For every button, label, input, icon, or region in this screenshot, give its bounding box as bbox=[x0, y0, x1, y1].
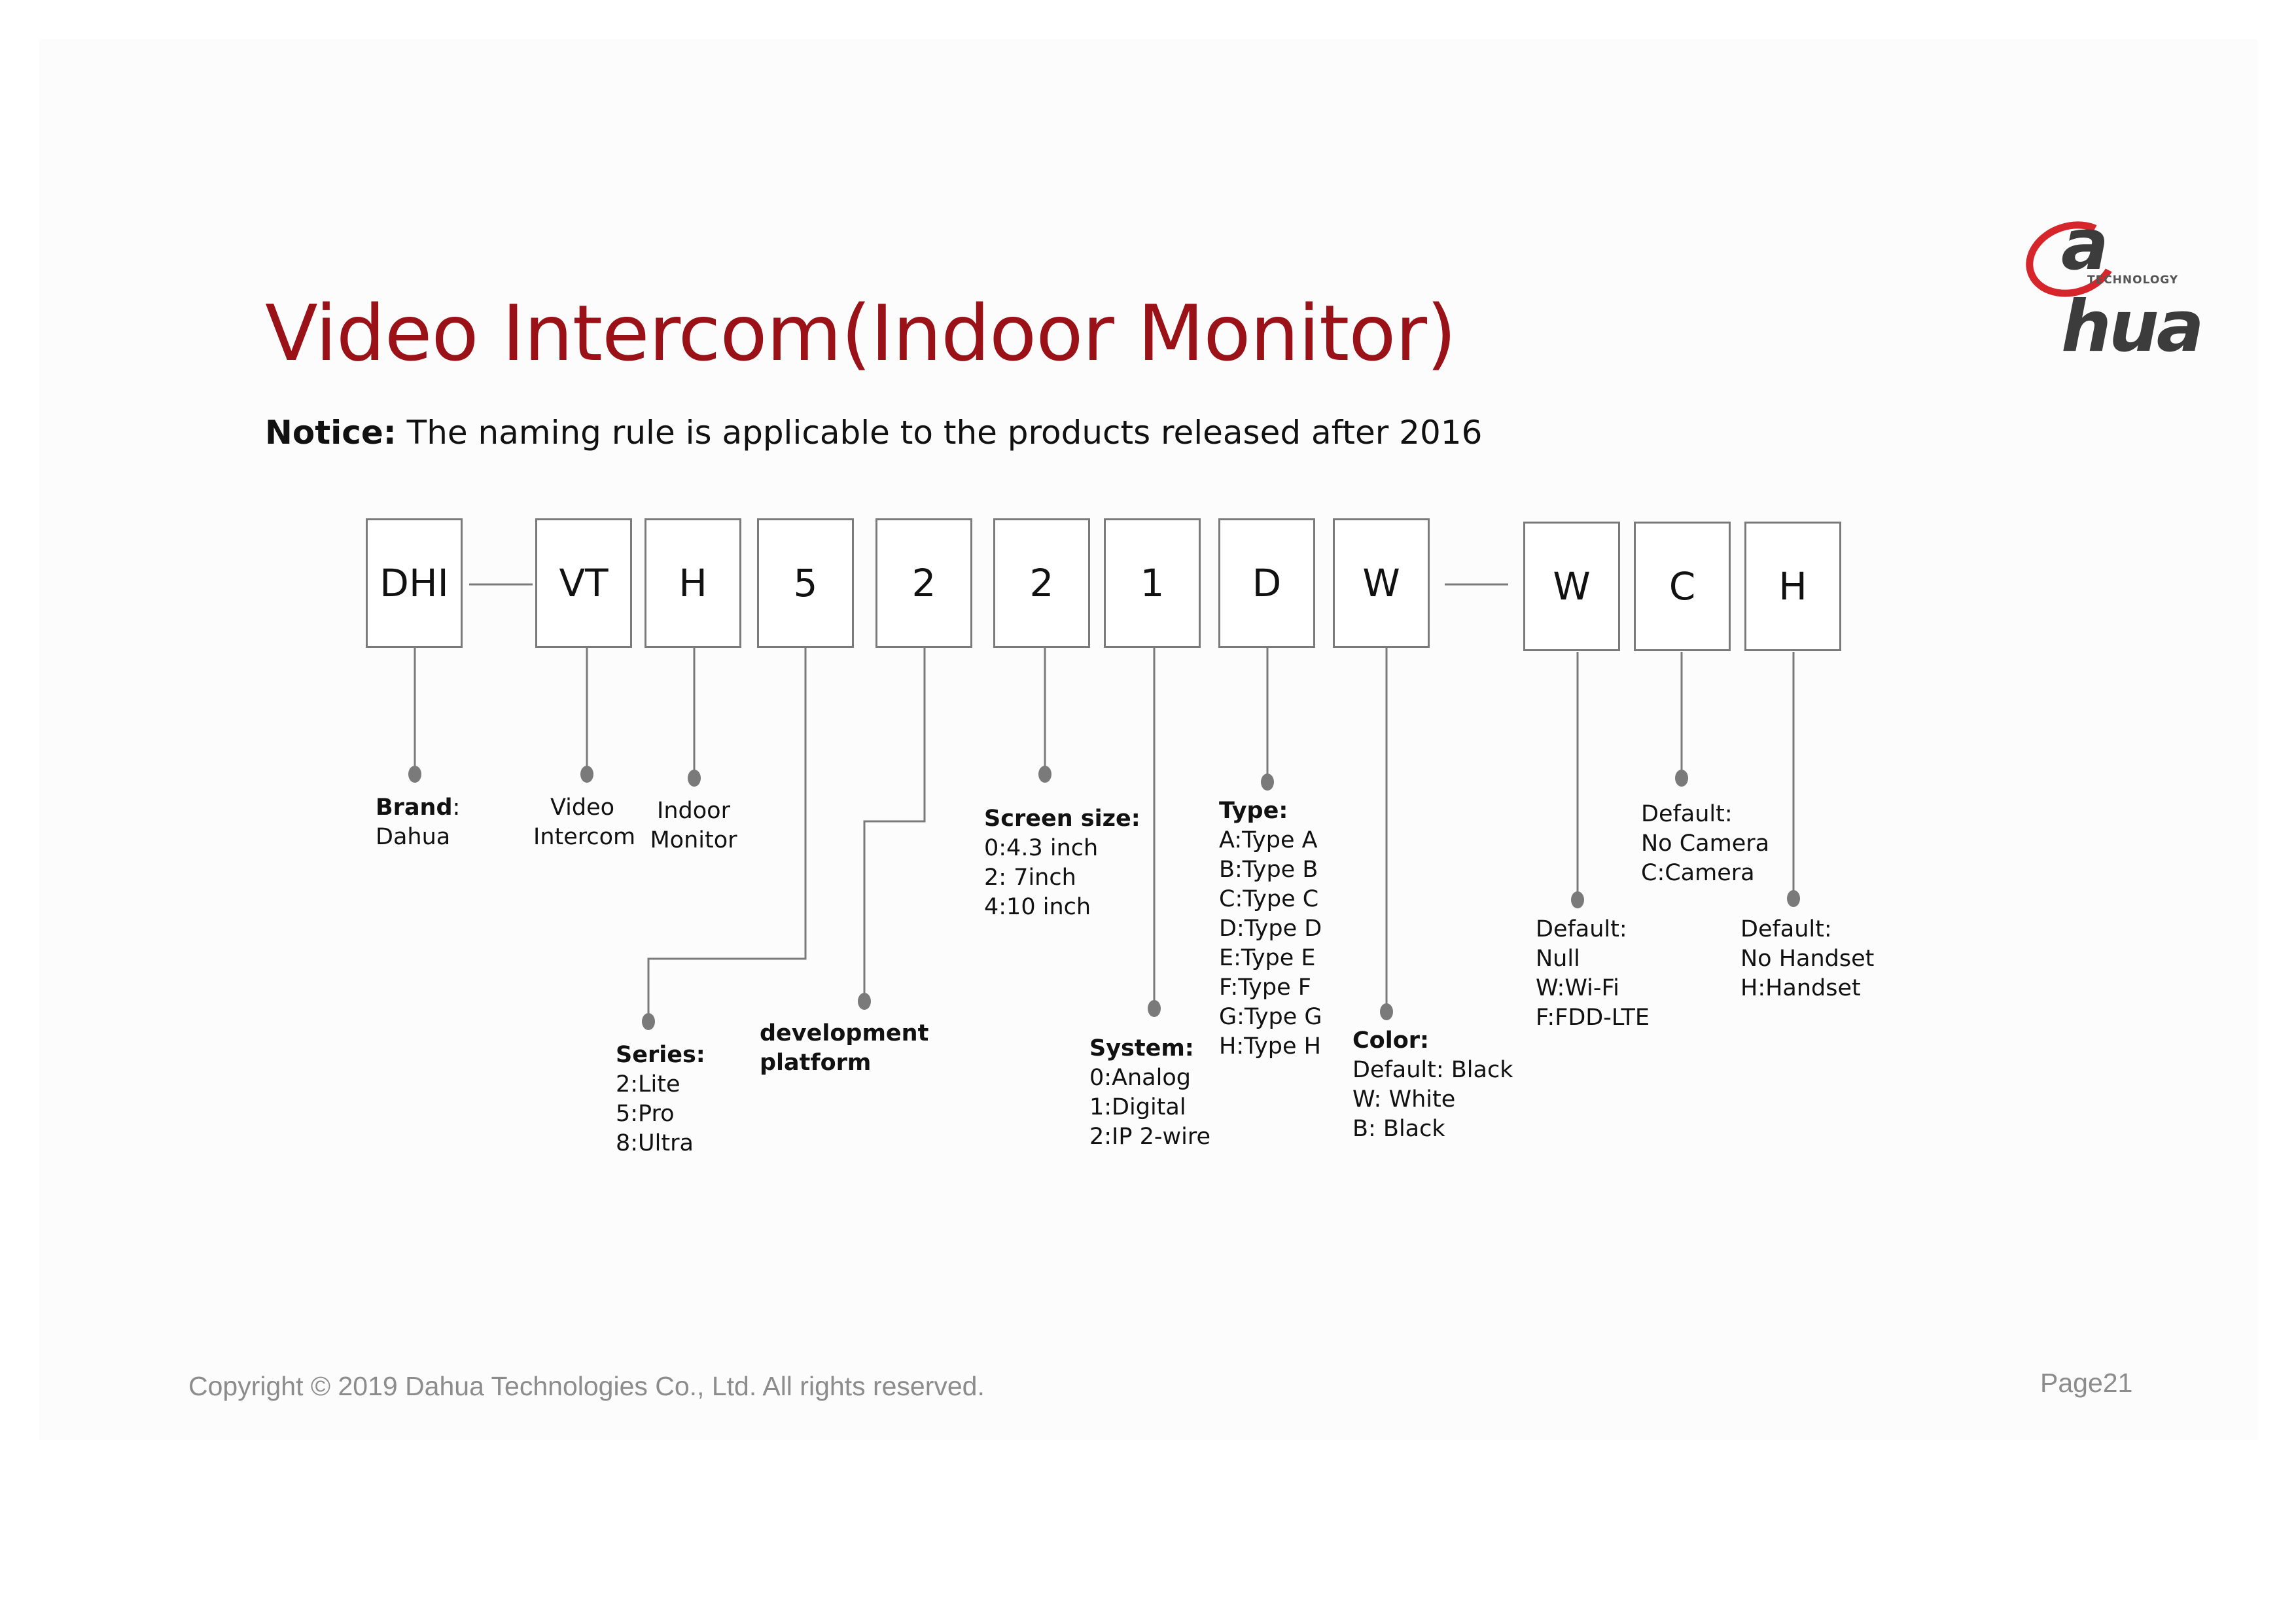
dot-handset bbox=[1787, 890, 1800, 907]
label-line: E:Type E bbox=[1219, 945, 1316, 971]
label-platform: development platform bbox=[760, 1019, 928, 1078]
code-box-series: 5 bbox=[757, 518, 854, 648]
label-line: 2:Lite bbox=[616, 1071, 680, 1097]
label-line: Monitor bbox=[650, 827, 737, 853]
code-box-vt: VT bbox=[535, 518, 632, 648]
code-box-platform: 2 bbox=[875, 518, 972, 648]
code-box-color: W bbox=[1333, 518, 1430, 648]
dot-system bbox=[1148, 1000, 1161, 1017]
label-system: System: 0:Analog 1:Digital 2:IP 2-wire bbox=[1089, 1034, 1210, 1152]
line-platform bbox=[863, 648, 926, 999]
label-line: Default: bbox=[1536, 916, 1627, 942]
label-series: Series: 2:Lite 5:Pro 8:Ultra bbox=[616, 1041, 705, 1158]
label-platform-head: platform bbox=[760, 1050, 872, 1076]
dahua-logo: a hua TECHNOLOGY bbox=[2016, 204, 2248, 368]
label-line: Indoor bbox=[657, 798, 730, 824]
label-line: H:Type H bbox=[1219, 1033, 1321, 1060]
code-box-system: 1 bbox=[1104, 518, 1201, 648]
label-screen-head: Screen size: bbox=[984, 806, 1140, 832]
logo-subtitle: TECHNOLOGY bbox=[2087, 274, 2179, 287]
page-title: Video Intercom(Indoor Monitor) bbox=[265, 288, 1457, 378]
label-brand-colon: : bbox=[452, 794, 461, 821]
label-line: B:Type B bbox=[1219, 857, 1318, 883]
label-line: No Handset bbox=[1740, 946, 1875, 972]
logo-wordmark: a hua bbox=[2061, 204, 2204, 368]
line-series bbox=[647, 648, 807, 1020]
label-line: 5:Pro bbox=[616, 1101, 675, 1127]
dot-type bbox=[1261, 774, 1274, 791]
label-camera: Default: No Camera C:Camera bbox=[1641, 800, 1769, 888]
label-line: 8:Ultra bbox=[616, 1130, 694, 1156]
notice: Notice: The naming rule is applicable to… bbox=[265, 414, 1482, 452]
code-box-handset: H bbox=[1744, 522, 1841, 651]
label-line: 0:4.3 inch bbox=[984, 835, 1099, 861]
label-color-head: Color: bbox=[1352, 1027, 1430, 1054]
label-line: C:Type C bbox=[1219, 886, 1319, 912]
label-vt: Video Intercom bbox=[533, 793, 636, 852]
label-line: F:FDD-LTE bbox=[1536, 1005, 1650, 1031]
label-line: C:Camera bbox=[1641, 860, 1755, 886]
notice-label: Notice: bbox=[265, 414, 397, 452]
label-line: W:Wi-Fi bbox=[1536, 975, 1619, 1001]
label-line: A:Type A bbox=[1219, 827, 1318, 853]
label-line: Default: bbox=[1641, 801, 1733, 827]
label-line: B: Black bbox=[1352, 1116, 1445, 1142]
dot-series bbox=[642, 1013, 655, 1030]
code-box-type: D bbox=[1218, 518, 1315, 648]
dot-color bbox=[1380, 1003, 1393, 1020]
code-box-screen: 2 bbox=[993, 518, 1090, 648]
label-line: G:Type G bbox=[1219, 1004, 1322, 1030]
label-color: Color: Default: Black W: White B: Black bbox=[1352, 1026, 1513, 1144]
label-line: Video bbox=[550, 794, 615, 821]
label-system-head: System: bbox=[1089, 1035, 1194, 1061]
copyright-footer: Copyright © 2019 Dahua Technologies Co.,… bbox=[188, 1371, 985, 1401]
label-line: H:Handset bbox=[1740, 975, 1861, 1001]
code-box-camera: C bbox=[1634, 522, 1731, 651]
label-handset: Default: No Handset H:Handset bbox=[1740, 915, 1874, 1003]
label-type-head: Type: bbox=[1219, 798, 1288, 824]
label-line: 0:Analog bbox=[1089, 1065, 1191, 1091]
label-brand-head: Brand bbox=[376, 794, 453, 821]
dot-screen bbox=[1038, 766, 1051, 783]
label-line: 4:10 inch bbox=[984, 894, 1091, 920]
dot-wifi bbox=[1571, 891, 1584, 908]
slide-background bbox=[39, 39, 2257, 1440]
label-wifi: Default: Null W:Wi-Fi F:FDD-LTE bbox=[1536, 915, 1650, 1033]
code-box-wifi: W bbox=[1523, 522, 1620, 651]
label-line: 2:IP 2-wire bbox=[1089, 1124, 1211, 1150]
page-number: Page21 bbox=[2040, 1368, 2133, 1398]
label-line: 1:Digital bbox=[1089, 1094, 1186, 1120]
label-line: Intercom bbox=[533, 824, 636, 850]
label-line: W: White bbox=[1352, 1086, 1456, 1113]
label-line: F:Type F bbox=[1219, 974, 1311, 1001]
notice-text: The naming rule is applicable to the pro… bbox=[396, 414, 1483, 452]
label-series-head: Series: bbox=[616, 1042, 705, 1068]
label-screen: Screen size: 0:4.3 inch 2: 7inch 4:10 in… bbox=[984, 804, 1140, 922]
label-line: Default: bbox=[1740, 916, 1832, 942]
label-line: Null bbox=[1536, 946, 1580, 972]
dot-brand bbox=[408, 766, 421, 783]
code-box-h: H bbox=[645, 518, 741, 648]
label-line: No Camera bbox=[1641, 830, 1770, 857]
dot-platform bbox=[858, 993, 871, 1010]
label-line: 2: 7inch bbox=[984, 865, 1076, 891]
label-h: Indoor Monitor bbox=[638, 796, 749, 855]
code-box-brand: DHI bbox=[366, 518, 463, 648]
label-line: Dahua bbox=[376, 824, 451, 850]
dot-vt bbox=[580, 766, 593, 783]
label-type: Type: A:Type A B:Type B C:Type C D:Type … bbox=[1219, 796, 1322, 1061]
label-line: D:Type D bbox=[1219, 916, 1322, 942]
label-brand: Brand: Dahua bbox=[376, 793, 460, 852]
label-platform-head: development bbox=[760, 1020, 929, 1046]
label-line: Default: Black bbox=[1352, 1057, 1513, 1083]
dot-h bbox=[688, 770, 701, 787]
dot-camera bbox=[1675, 770, 1688, 787]
